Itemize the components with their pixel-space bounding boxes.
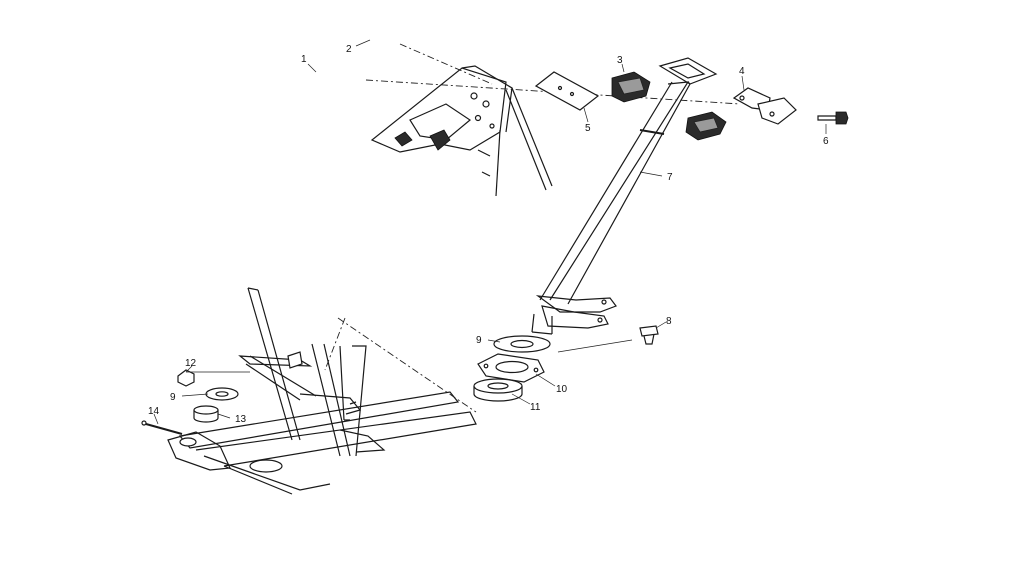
- callout-11: 11: [530, 402, 541, 413]
- bushing-upper: [611, 71, 651, 103]
- callout-9-left: 9: [170, 392, 176, 403]
- bolt-upper: [817, 111, 849, 125]
- steering-column: [531, 57, 718, 335]
- bearing-collar: [473, 378, 523, 402]
- callout-5: 5: [585, 123, 591, 134]
- callout-7: 7: [667, 172, 673, 183]
- leader-lines: [153, 39, 827, 425]
- bushing-13: [193, 405, 219, 423]
- callout-8: 8: [666, 316, 672, 327]
- bolt-lower: [639, 325, 659, 345]
- pin-14: [141, 420, 183, 435]
- bushing-lower: [685, 111, 727, 141]
- washer-left: [205, 387, 239, 401]
- callout-12: 12: [185, 358, 197, 369]
- callout-13: 13: [235, 414, 247, 425]
- callout-10: 10: [556, 384, 568, 395]
- mounting-plate: [534, 71, 600, 111]
- washer: [493, 335, 551, 353]
- nut-12: [177, 369, 195, 387]
- clamp-bracket: [732, 87, 797, 125]
- callout-1: 1: [301, 54, 307, 65]
- callout-3: 3: [617, 55, 623, 66]
- callout-2: 2: [346, 44, 352, 55]
- callout-9-right: 9: [476, 335, 482, 346]
- callout-6: 6: [823, 136, 829, 147]
- callout-14: 14: [148, 406, 160, 417]
- steering-support-bracket: [370, 65, 553, 197]
- callout-4: 4: [739, 66, 745, 77]
- lower-frame: [167, 287, 477, 495]
- bearing-flange: [477, 353, 545, 383]
